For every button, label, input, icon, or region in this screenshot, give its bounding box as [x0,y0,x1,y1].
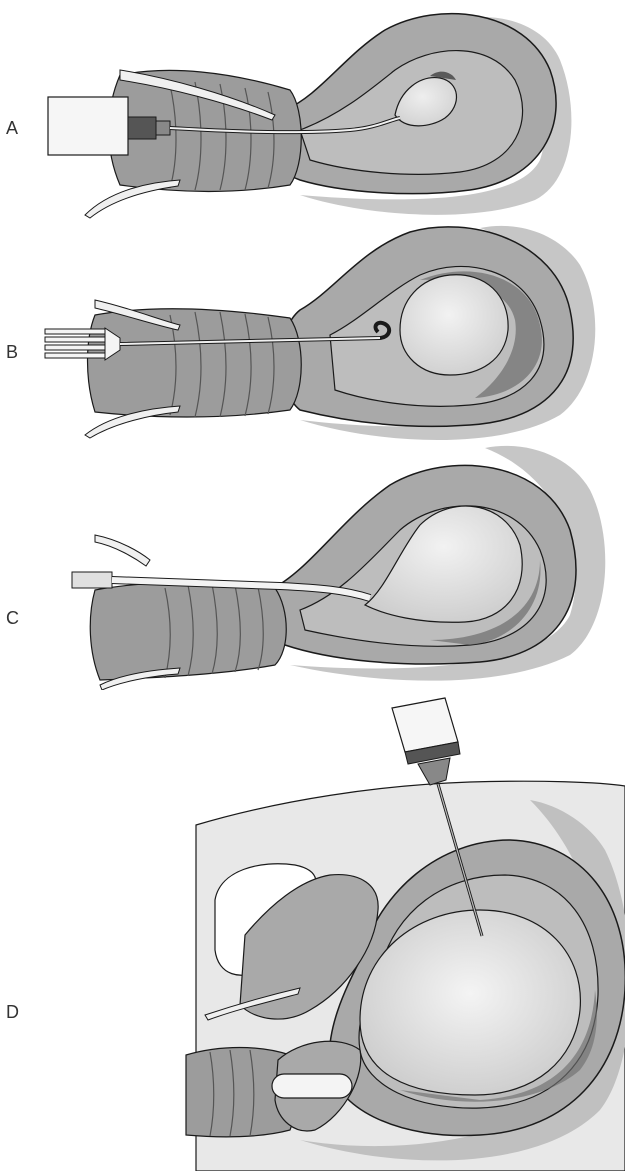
panel-a: A [0,0,625,225]
brush-handle [45,328,120,360]
panel-b-illustration [0,220,625,450]
panel-d: D [0,690,625,1171]
ultrasound-probe-tip [272,1074,352,1098]
cervix [90,582,286,680]
syringe-hub [128,117,156,139]
speculum-upper-blade [95,535,150,566]
panel-c: C [0,440,625,690]
cannula-connector [72,572,112,588]
panel-a-illustration [0,0,625,225]
panel-b: B [0,220,625,450]
uterine-cavity [400,275,508,375]
panel-c-illustration [0,440,625,690]
syringe-barrel [48,97,128,155]
panel-d-illustration [0,690,625,1171]
